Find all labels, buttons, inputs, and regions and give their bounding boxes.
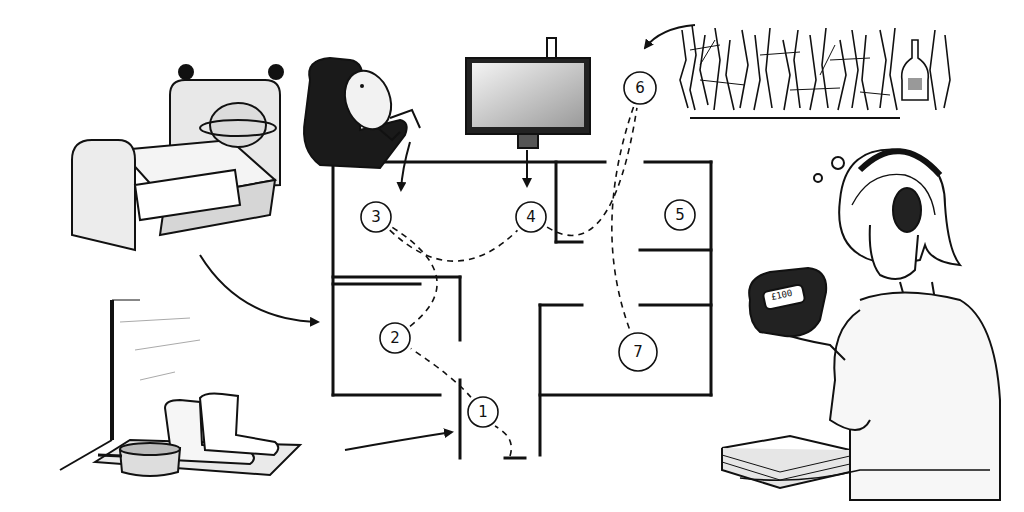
circle-outline: [619, 333, 657, 371]
room-number: 4: [515, 201, 547, 233]
circle-outline: [516, 202, 546, 232]
route-line: [392, 227, 437, 326]
route-line: [612, 107, 634, 331]
callout-number: 4: [526, 210, 536, 225]
callout-number: 6: [635, 81, 645, 96]
route-line: [390, 230, 518, 261]
room-number: 5: [664, 199, 696, 231]
room-number: 7: [618, 332, 658, 372]
room-number: 1: [467, 396, 499, 428]
callout-number: 2: [390, 331, 400, 346]
circle-outline: [665, 200, 695, 230]
person-illustration: [722, 150, 1000, 500]
armchair-illustration: [304, 58, 420, 168]
monitor-illustration: [466, 38, 590, 148]
route-line: [411, 349, 471, 398]
room-number: 6: [623, 71, 657, 105]
callout-number: 7: [633, 345, 643, 360]
floor-plan: [333, 162, 711, 458]
circle-outline: [361, 202, 391, 232]
shoes-illustration: [60, 300, 300, 476]
room-number: 2: [379, 322, 411, 354]
circle-outline: [380, 323, 410, 353]
callout-number: 5: [675, 208, 685, 223]
circle-outline: [468, 397, 498, 427]
forest-illustration: [680, 25, 950, 118]
device-display-text: £100: [769, 289, 794, 304]
circle-outline: [624, 72, 656, 104]
callout-number: 3: [371, 210, 381, 225]
route-line: [547, 108, 637, 236]
bed-illustration: [72, 65, 283, 250]
room-number: 3: [360, 201, 392, 233]
route-tail: [495, 426, 511, 456]
pointer-arrows: [200, 25, 695, 450]
callout-number: 1: [478, 405, 488, 420]
